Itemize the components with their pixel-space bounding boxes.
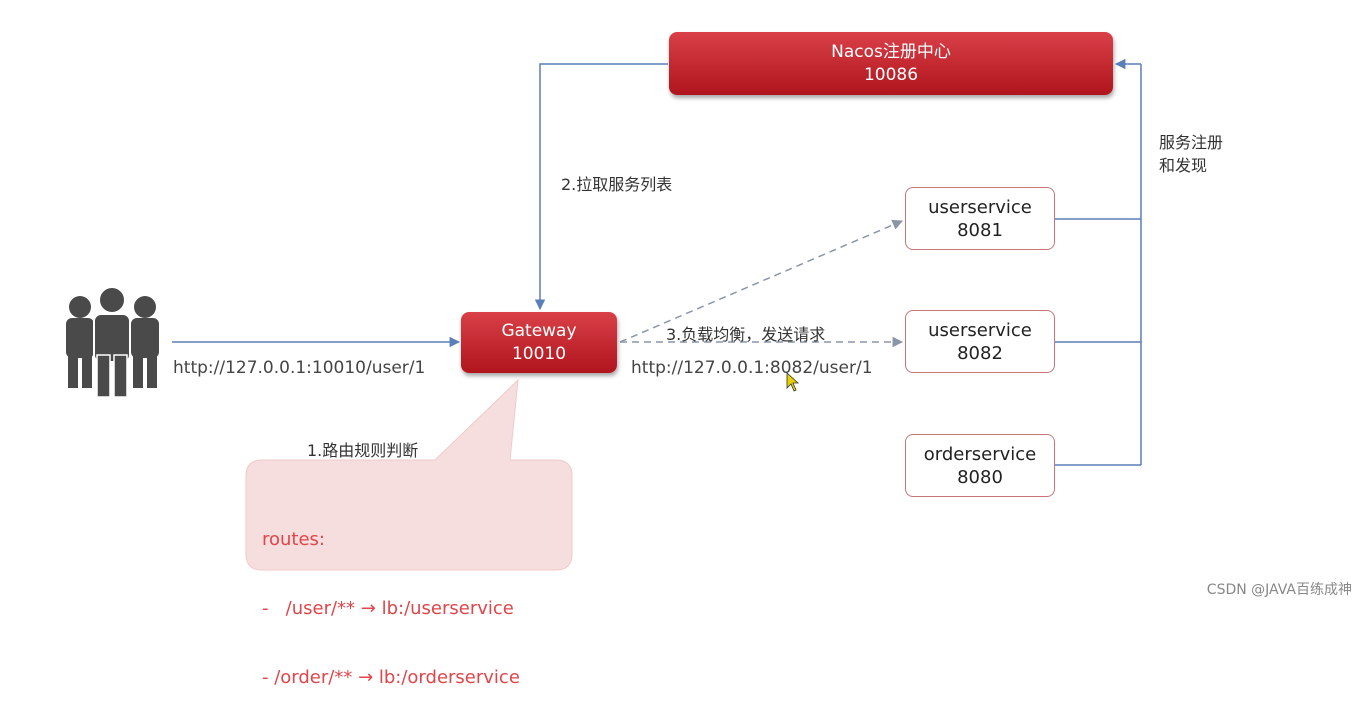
pull-service-list-label: 2.拉取服务列表 [561,175,673,194]
gateway-name: Gateway [501,320,577,341]
cursor-icon [786,372,800,392]
register-discovery-label-line1: 服务注册 [1159,133,1224,152]
route-rule-order: - /order/** → lb:/orderservice [262,667,520,688]
service-port: 8082 [957,342,1003,364]
route-rule-user: - /user/** → lb:/userservice [262,598,514,619]
diagram-canvas [66,58,1142,571]
route-judge-label: 1.路由规则判断 [307,441,419,460]
routes-config: routes: - /user/** → lb:/userservice - /… [262,482,520,712]
service-name: userservice [928,319,1032,341]
client-request-url: http://127.0.0.1:10010/user/1 [173,358,426,378]
register-discovery-label-line2: 和发现 [1159,156,1208,175]
service-port: 8080 [957,466,1003,488]
service-name: orderservice [923,443,1037,465]
service-name: userservice [928,196,1032,218]
gateway-port: 10010 [511,343,567,364]
nacos-name: Nacos注册中心 [831,41,951,62]
routes-callout [245,378,573,571]
watermark: CSDN @JAVA百练成神 [1206,582,1352,598]
gateway-to-8081-dashed-arrow [619,219,903,343]
nacos-registry-box: Nacos注册中心 10086 [669,32,1113,95]
nacos-port: 10086 [863,64,919,85]
service-box-orderservice-8080: orderservice 8080 [905,434,1055,497]
service-box-userservice-8082: userservice 8082 [905,310,1055,373]
gateway-box: Gateway 10010 [461,312,617,373]
registration-lines [1055,64,1142,466]
routes-title: routes: [262,529,325,550]
load-balance-label: 3.负载均衡，发送请求 [666,325,826,344]
service-port: 8081 [957,219,1003,241]
pull-service-list-arrow [534,63,668,311]
users-icon [66,286,159,398]
service-box-userservice-8081: userservice 8081 [905,187,1055,250]
service-request-url: http://127.0.0.1:8082/user/1 [631,358,873,378]
